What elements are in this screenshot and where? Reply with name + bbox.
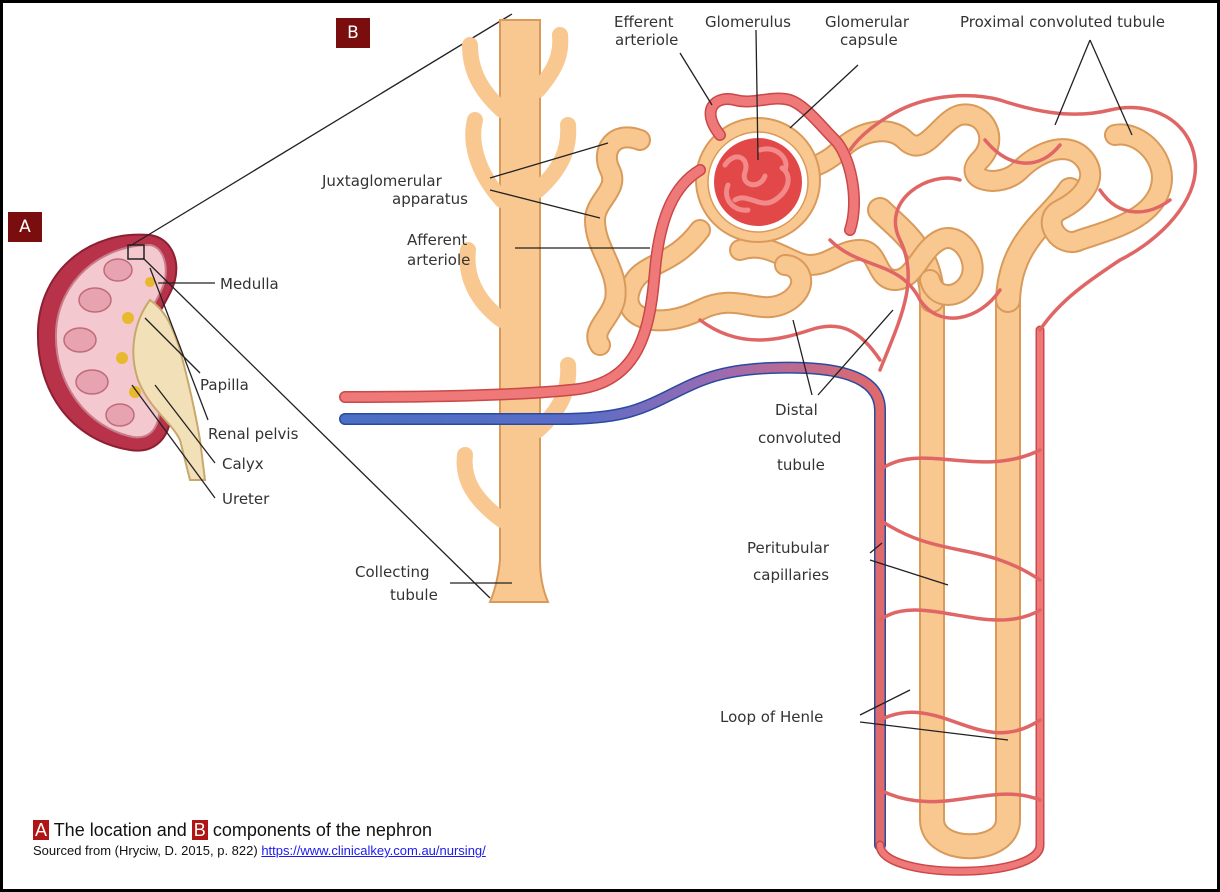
label-collecting-2: tubule	[390, 586, 438, 604]
label-glomerular-capsule-2: capsule	[840, 31, 898, 49]
label-efferent-arteriole-2: arteriole	[615, 31, 678, 49]
figure-caption: A The location and B components of the n…	[33, 820, 432, 841]
kidney-illustration	[38, 235, 205, 480]
label-ureter: Ureter	[222, 490, 270, 508]
label-efferent-arteriole-1: Efferent	[614, 13, 674, 31]
panel-b-badge: B	[336, 18, 370, 48]
caption-badge-a: A	[33, 820, 49, 840]
label-renal-pelvis: Renal pelvis	[208, 425, 299, 443]
label-distal-1: Distal	[775, 401, 818, 419]
label-glomerular-capsule-1: Glomerular	[825, 13, 910, 31]
collecting-tubule	[465, 20, 569, 602]
panel-a-badge: A	[8, 212, 42, 242]
caption-badge-b: B	[192, 820, 208, 840]
label-juxtaglomerular-1: Juxtaglomerular	[321, 172, 443, 190]
source-link[interactable]: https://www.clinicalkey.com.au/nursing/	[261, 843, 485, 858]
label-proximal-convoluted-tubule: Proximal convoluted tubule	[960, 13, 1165, 31]
label-loop-of-henle: Loop of Henle	[720, 708, 823, 726]
label-glomerulus: Glomerulus	[705, 13, 791, 31]
label-distal-3: tubule	[777, 456, 825, 474]
label-calyx: Calyx	[222, 455, 264, 473]
label-peritubular-2: capillaries	[753, 566, 829, 584]
source-text: Sourced from (Hryciw, D. 2015, p. 822)	[33, 843, 261, 858]
source-line: Sourced from (Hryciw, D. 2015, p. 822) h…	[33, 843, 486, 858]
label-distal-2: convoluted	[758, 429, 841, 447]
label-afferent-arteriole-2: arteriole	[407, 251, 470, 269]
caption-text-1: The location and	[49, 820, 192, 840]
label-medulla: Medulla	[220, 275, 279, 293]
label-afferent-arteriole-1: Afferent	[407, 231, 467, 249]
label-collecting-1: Collecting	[355, 563, 430, 581]
label-papilla: Papilla	[200, 376, 249, 394]
label-peritubular-1: Peritubular	[747, 539, 830, 557]
convoluted-tubules	[595, 114, 1162, 345]
caption-text-2: components of the nephron	[208, 820, 432, 840]
label-juxtaglomerular-2: apparatus	[392, 190, 468, 208]
